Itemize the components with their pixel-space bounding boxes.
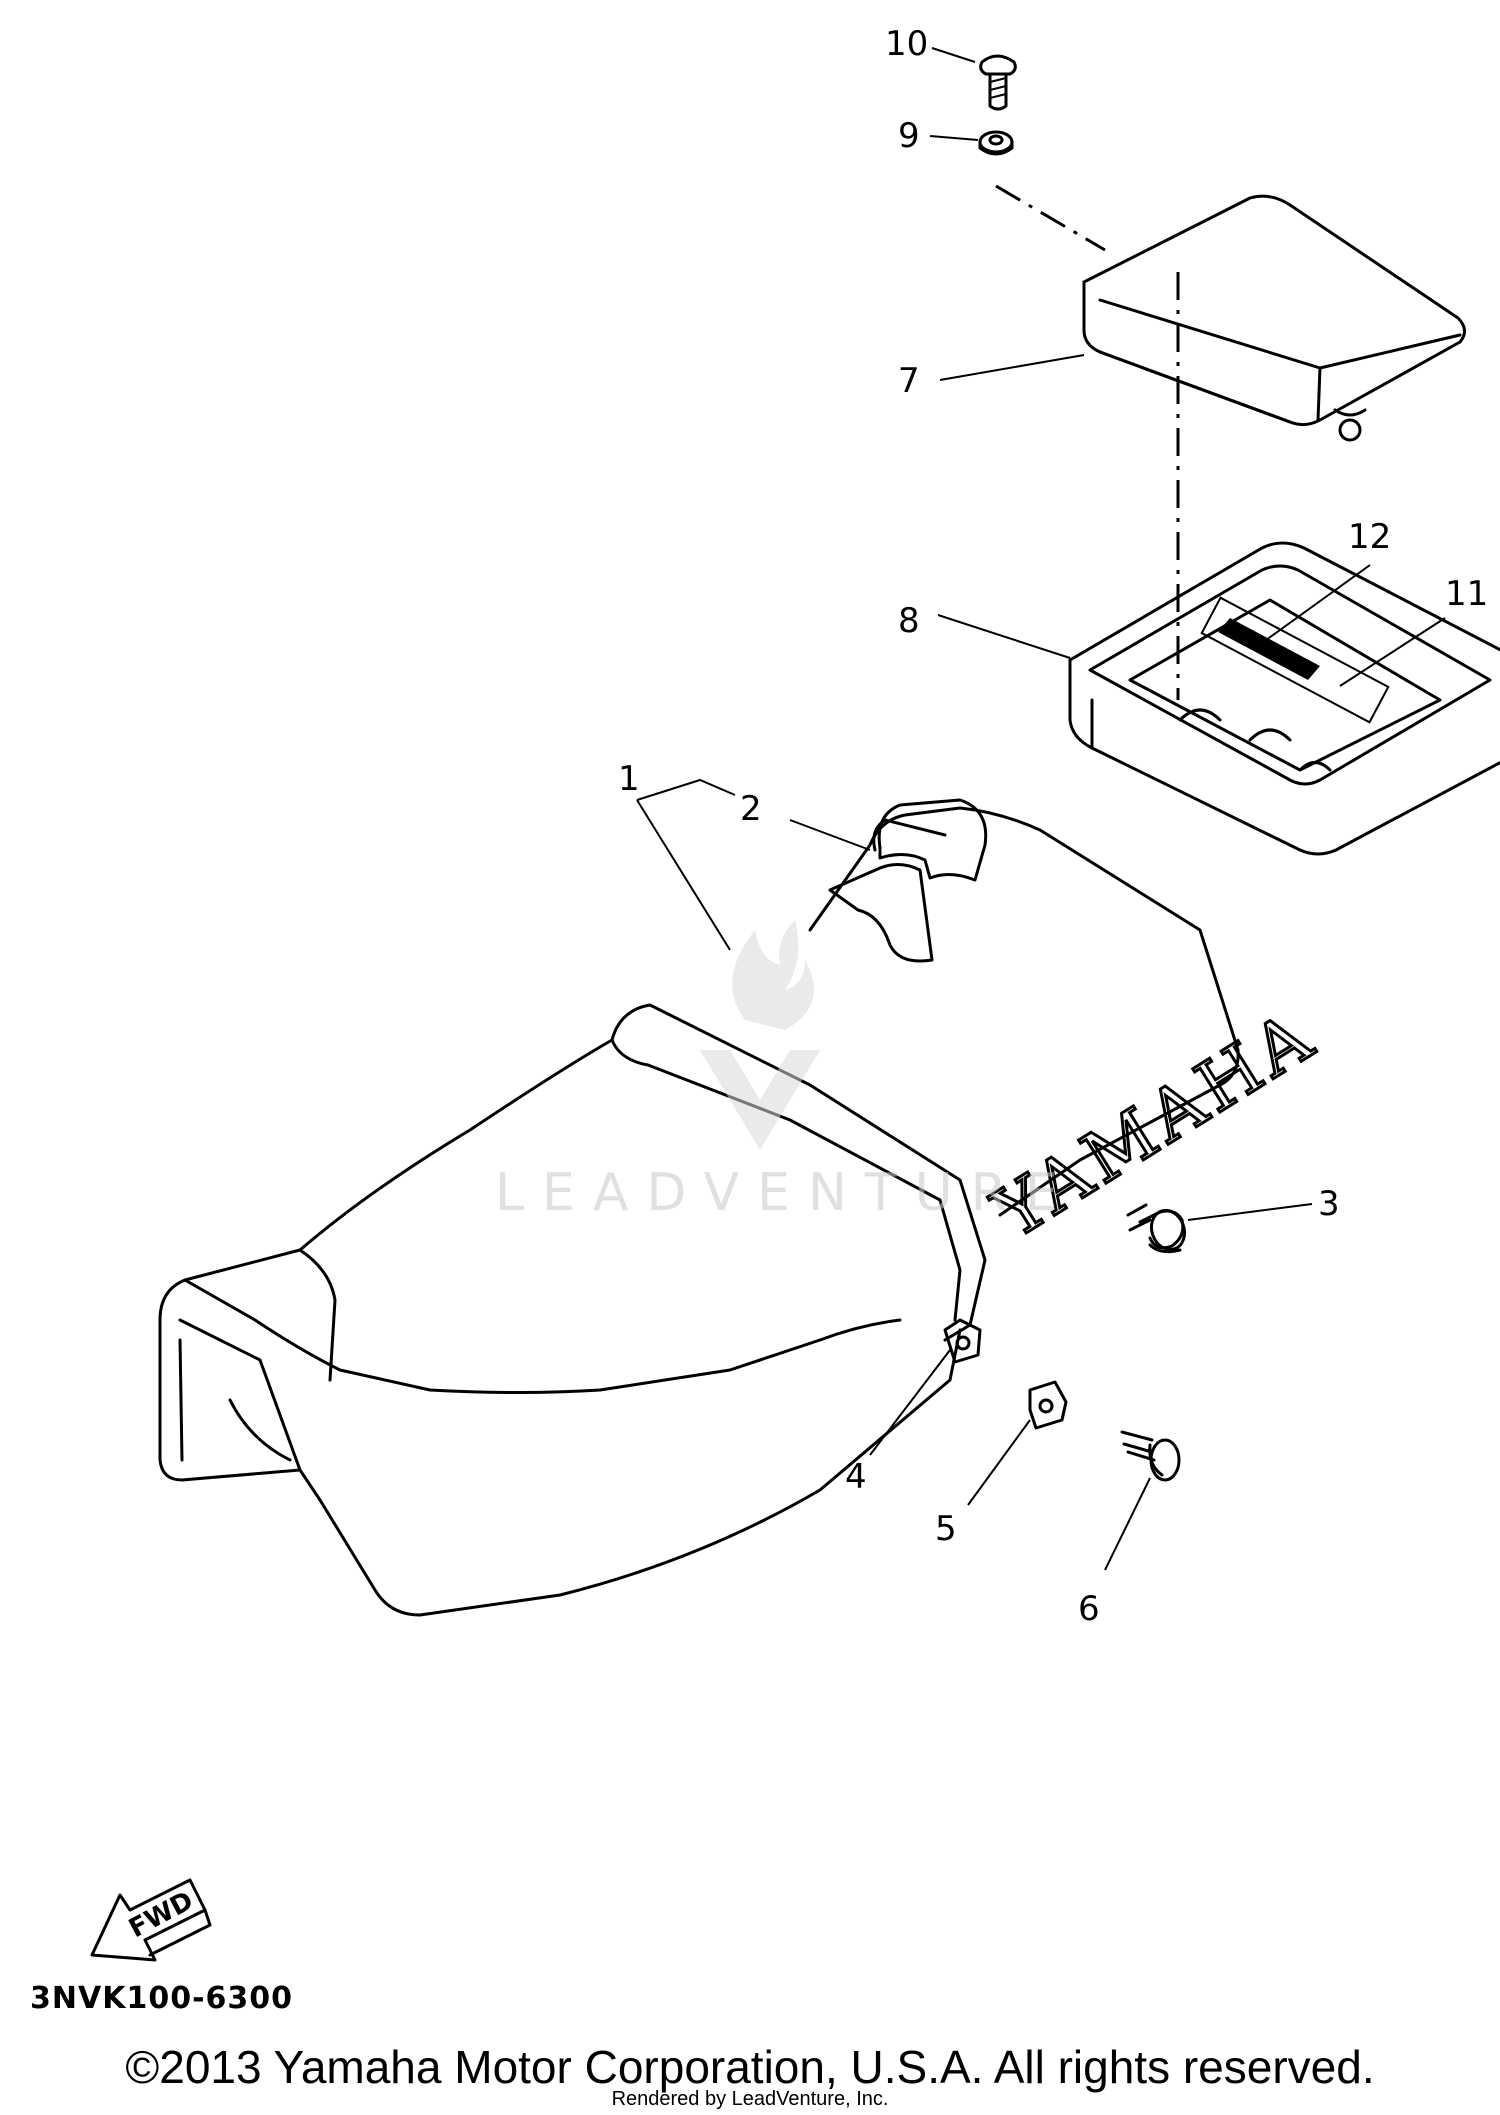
callout-8[interactable]: 8: [898, 601, 920, 641]
callout-10[interactable]: 10: [885, 24, 928, 64]
callout-1[interactable]: 1: [618, 759, 640, 799]
diagram-part-code: 3NVK100-6300: [30, 1981, 293, 2016]
svg-text:LEADVENTURE: LEADVENTURE: [495, 1163, 1076, 1223]
callout-9[interactable]: 9: [898, 116, 920, 156]
callout-7[interactable]: 7: [898, 361, 920, 401]
rendered-by-text: Rendered by LeadVenture, Inc.: [611, 2088, 889, 2110]
hinge-part-2[interactable]: [872, 818, 947, 852]
callout-3[interactable]: 3: [1318, 1184, 1340, 1224]
callout-2[interactable]: 2: [740, 789, 762, 829]
box-lid-part-7[interactable]: [1082, 194, 1466, 442]
callout-5[interactable]: 5: [935, 1509, 957, 1549]
callout-12[interactable]: 12: [1348, 517, 1391, 557]
washer-part-9[interactable]: [978, 130, 1014, 156]
callout-6[interactable]: 6: [1078, 1589, 1100, 1629]
callout-4[interactable]: 4: [845, 1457, 867, 1497]
fwd-arrow-icon: FWD: [90, 1878, 212, 1962]
nut-part-5[interactable]: [1028, 1380, 1068, 1430]
bolt-part-3[interactable]: [1126, 1203, 1190, 1254]
watermark: LEADVENTURE: [495, 920, 1076, 1223]
copyright-text: ©2013 Yamaha Motor Corporation, U.S.A. A…: [125, 2041, 1375, 2093]
callout-11[interactable]: 11: [1445, 574, 1488, 614]
clamp-part-4[interactable]: [943, 1318, 982, 1364]
callout-labels: 10 9 7 8 12 11 1 2 3 4 5 6: [618, 24, 1488, 1629]
bolt-part-6[interactable]: [1120, 1430, 1181, 1482]
screw-part-10[interactable]: [979, 54, 1017, 111]
box-tray-part-8[interactable]: [1068, 541, 1500, 856]
leader-lines: [636, 47, 1446, 1571]
